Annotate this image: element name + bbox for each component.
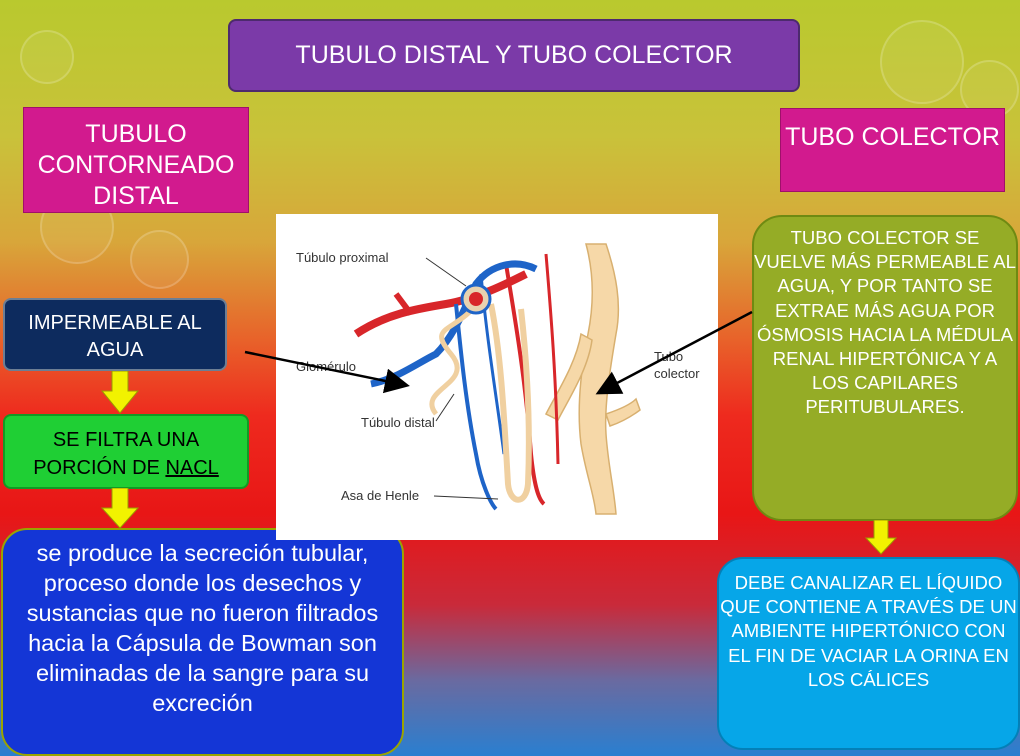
down-arrow-icon <box>864 520 898 555</box>
vein-vessel <box>454 303 498 511</box>
filtra-ion-text: NACL <box>165 457 219 479</box>
label-glomerulo: Glomérulo <box>296 359 356 374</box>
bokeh-circle <box>130 230 189 289</box>
label-colector: colector <box>654 366 700 381</box>
proximal-tubule <box>429 297 484 416</box>
filtra-box: SE FILTRA UNA PORCIÓN DE NACL <box>3 414 249 489</box>
nephron-illustration: Túbulo proximal Glomérulo Túbulo distal … <box>296 243 700 515</box>
artery-vessel <box>544 253 560 465</box>
artery-vessel <box>393 292 414 316</box>
label-proximal: Túbulo proximal <box>296 250 389 265</box>
collecting-duct-description-text: TUBO COLECTOR SE VUELVE MÁS PERMEABLE AL… <box>754 227 1016 418</box>
canalizar-box: DEBE CANALIZAR EL LÍQUIDO QUE CONTIENE A… <box>717 557 1020 750</box>
glomerulus-core <box>469 292 483 306</box>
distal-tubule-header-text: TUBULO CONTORNEADO DISTAL <box>37 120 235 210</box>
secrecion-box: se produce la secreción tubular, proceso… <box>1 528 404 756</box>
impermeable-text: IMPERMEABLE AL AGUA <box>28 312 202 361</box>
filtra-text: SE FILTRA UNA PORCIÓN DE <box>33 429 200 479</box>
slide-title-text: TUBULO DISTAL Y TUBO COLECTOR <box>295 41 733 69</box>
label-distal: Túbulo distal <box>361 415 435 430</box>
henle-loop <box>488 303 532 503</box>
bokeh-circle <box>20 30 74 84</box>
collecting-duct-header: TUBO COLECTOR <box>780 108 1005 192</box>
label-tubo: Tubo <box>654 349 683 364</box>
nephron-figure: Túbulo proximal Glomérulo Túbulo distal … <box>276 214 718 540</box>
label-henle: Asa de Henle <box>341 488 419 503</box>
collecting-duct-header-text: TUBO COLECTOR <box>785 123 1000 151</box>
collecting-duct-branch <box>605 397 641 427</box>
down-arrow-icon <box>100 488 140 529</box>
bokeh-circle <box>880 20 964 104</box>
artery-vessel <box>353 270 528 338</box>
distal-tubule-header: TUBULO CONTORNEADO DISTAL <box>23 107 249 213</box>
down-arrow-icon <box>100 371 140 414</box>
collecting-duct-description-box: TUBO COLECTOR SE VUELVE MÁS PERMEABLE AL… <box>752 215 1018 521</box>
impermeable-box: IMPERMEABLE AL AGUA <box>3 298 227 371</box>
collecting-duct-shape <box>578 243 620 515</box>
secrecion-text: se produce la secreción tubular, proceso… <box>26 540 379 716</box>
canalizar-text: DEBE CANALIZAR EL LÍQUIDO QUE CONTIENE A… <box>720 572 1017 690</box>
slide-title: TUBULO DISTAL Y TUBO COLECTOR <box>228 19 800 92</box>
